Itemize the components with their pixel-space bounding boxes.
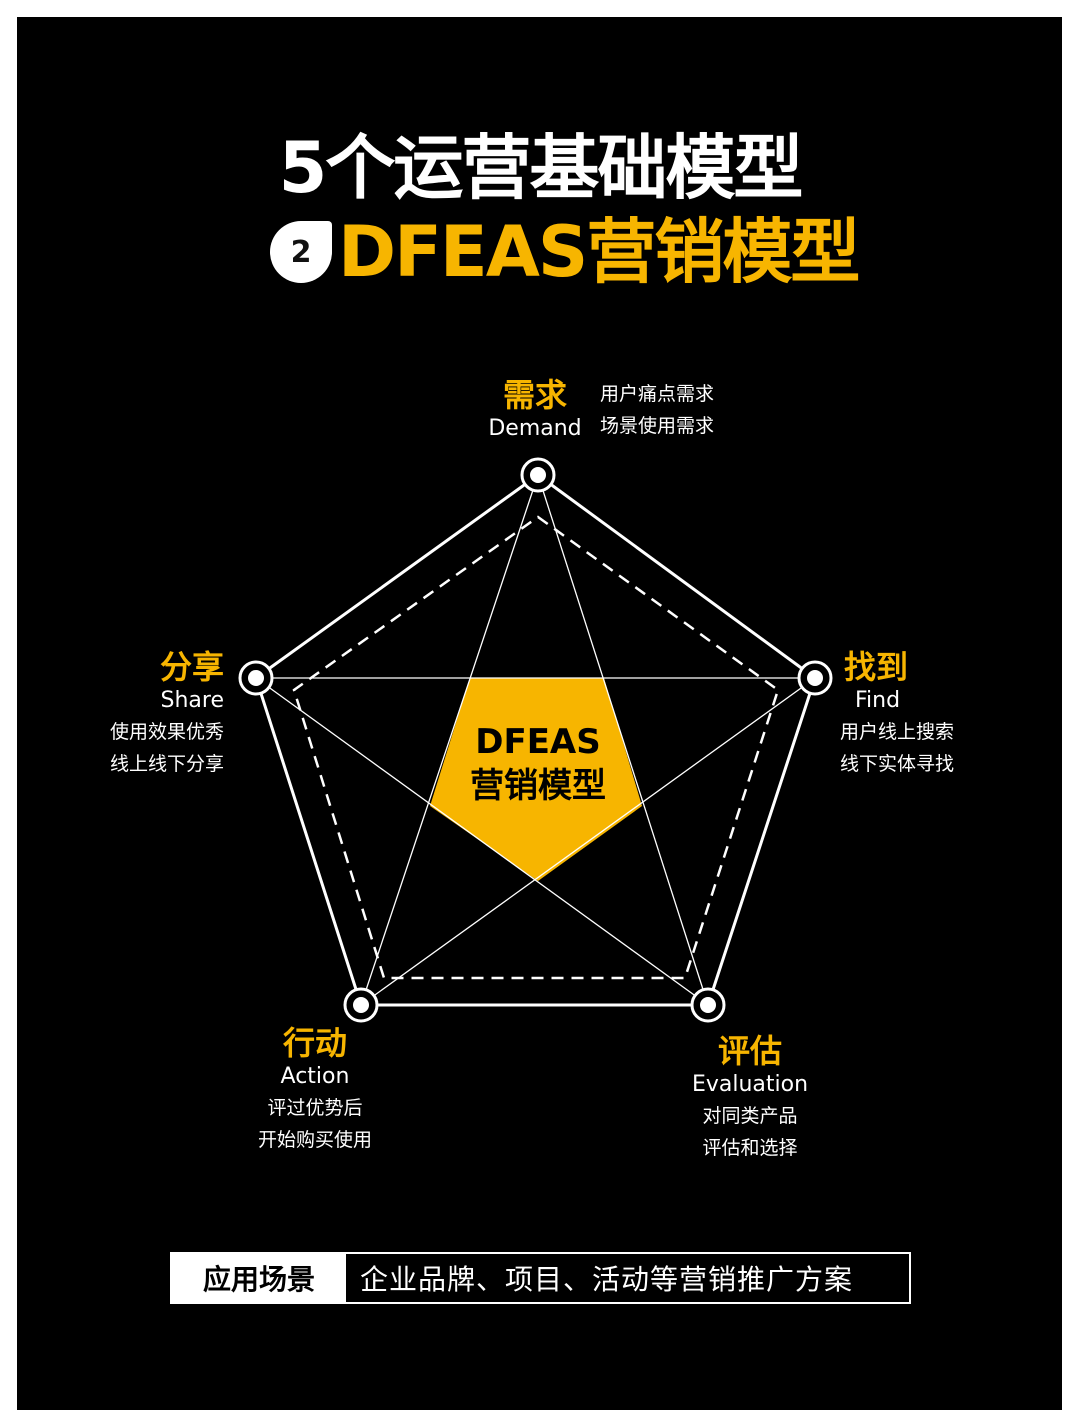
node-marker-share <box>238 660 274 696</box>
node-marker-evaluation <box>690 987 726 1023</box>
node-demand-en: Demand <box>488 416 582 441</box>
main-title: 5个运营基础模型 <box>278 127 804 209</box>
center-label-line1: DFEAS <box>475 722 601 762</box>
node-evaluation-en: Evaluation <box>691 1072 809 1097</box>
node-markers <box>238 457 833 1023</box>
node-demand: 需求 Demand <box>480 376 590 444</box>
star-lines <box>255 474 816 1006</box>
node-share: 分享 Share 使用效果优秀 线上线下分享 <box>92 648 224 780</box>
application-scenario-box: 应用场景 企业品牌、项目、活动等营销推广方案 <box>170 1252 911 1304</box>
node-share-cn: 分享 <box>159 648 224 686</box>
node-marker-demand <box>520 457 556 493</box>
node-action-cn: 行动 <box>282 1024 347 1062</box>
center-label: DFEAS 营销模型 <box>438 720 638 808</box>
node-marker-action <box>343 987 379 1023</box>
node-find: 找到 Find 用户线上搜索 线下实体寻找 <box>840 648 970 780</box>
number-badge: 2 <box>270 221 332 283</box>
outer-pentagon <box>254 473 817 1007</box>
node-action: 行动 Action 评过优势后 开始购买使用 <box>245 1024 385 1156</box>
subtitle-row: 2 DFEAS营销模型 <box>270 211 860 293</box>
node-marker-find <box>797 660 833 696</box>
scenario-label: 应用场景 <box>172 1254 346 1302</box>
scenario-value: 企业品牌、项目、活动等营销推广方案 <box>360 1263 854 1296</box>
node-action-en: Action <box>280 1064 350 1089</box>
subtitle: DFEAS营销模型 <box>338 211 860 293</box>
node-demand-desc: 用户痛点需求 场景使用需求 <box>600 383 715 437</box>
node-share-en: Share <box>160 688 225 713</box>
node-demand-cn: 需求 <box>502 376 567 414</box>
dashed-pentagon <box>292 515 780 980</box>
node-find-en: Find <box>855 688 901 713</box>
node-find-cn: 找到 <box>844 648 909 686</box>
center-label-line2: 营销模型 <box>470 766 606 806</box>
node-evaluation: 评估 Evaluation 对同类产品 评估和选择 <box>680 1032 820 1164</box>
center-pentagon <box>430 678 642 881</box>
node-evaluation-cn: 评估 <box>717 1032 782 1070</box>
